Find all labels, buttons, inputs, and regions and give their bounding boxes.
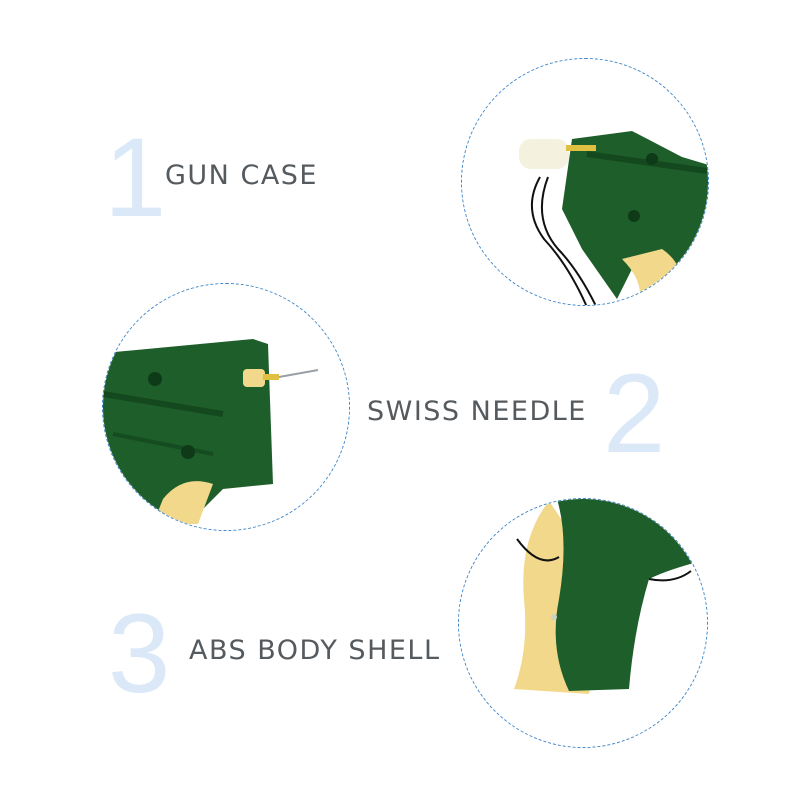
tag-gun-grip-illustration [459, 499, 707, 747]
feature-label: SWISS NEEDLE [367, 396, 587, 427]
feature-label: ABS BODY SHELL [189, 635, 441, 666]
tag-gun-needle-illustration [103, 284, 349, 530]
swiss-needle-photo [102, 283, 350, 531]
feature-number: 3 [108, 591, 171, 716]
gun-case-photo [461, 58, 709, 306]
feature-number: 1 [104, 115, 167, 240]
tag-gun-head-illustration [462, 59, 708, 305]
feature-label: GUN CASE [165, 160, 318, 191]
abs-body-shell-photo [458, 498, 708, 748]
feature-number: 2 [603, 351, 666, 476]
